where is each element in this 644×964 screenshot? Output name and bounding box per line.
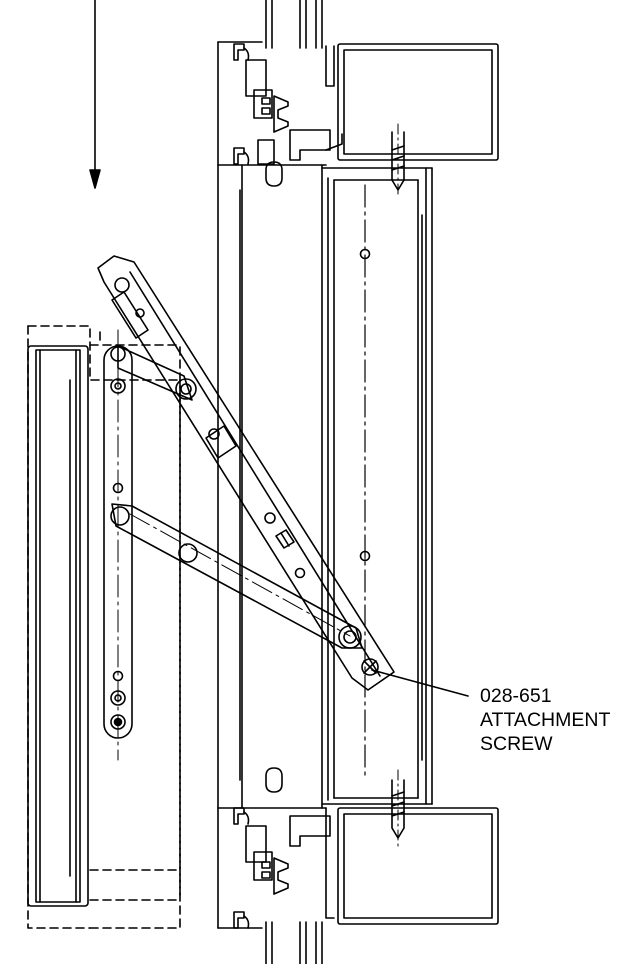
bottom-glazing xyxy=(265,921,323,964)
top-mullion-profile xyxy=(233,43,499,197)
upper-link xyxy=(117,345,197,401)
direction-arrow xyxy=(89,0,101,189)
main-arm xyxy=(97,255,395,691)
window-frame xyxy=(217,41,433,929)
callout-part-number: 028-651 xyxy=(480,685,552,707)
attachment-screw-callout: 028-651 ATTACHMENT SCREW xyxy=(480,684,610,756)
top-glazing xyxy=(265,0,323,49)
open-sash-glass xyxy=(27,345,89,907)
bottom-mullion-profile xyxy=(233,767,499,929)
support-arm xyxy=(110,503,363,649)
callout-line-1: ATTACHMENT xyxy=(480,709,611,731)
callout-line-2: SCREW xyxy=(480,733,553,755)
callout-leader xyxy=(371,669,469,697)
hinge-track xyxy=(103,329,133,761)
